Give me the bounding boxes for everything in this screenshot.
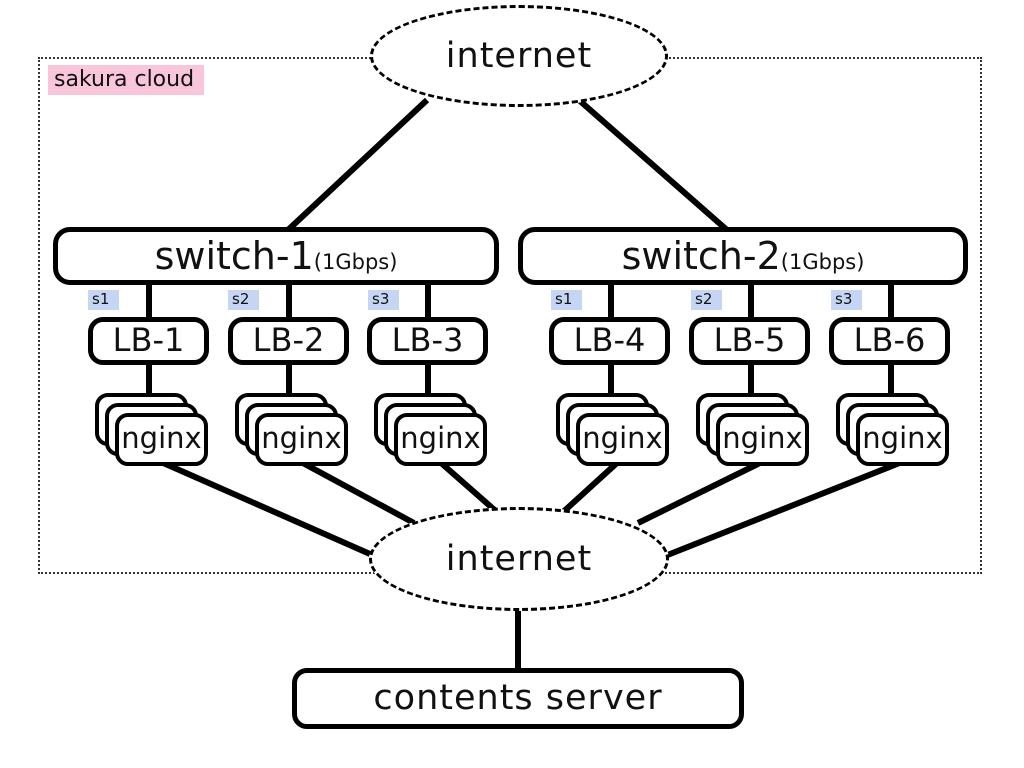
internet-node-top: internet	[370, 5, 668, 107]
internet-node-bottom: internet	[369, 507, 669, 611]
nginx-node: nginx	[255, 413, 348, 466]
nginx-node: nginx	[576, 413, 669, 466]
lb-2-node: LB-2	[228, 317, 349, 365]
connection-line	[159, 459, 372, 557]
lb-1-node: LB-1	[88, 317, 209, 365]
nginx-node: nginx	[856, 413, 949, 466]
connection-line	[663, 459, 904, 559]
connection-line	[299, 459, 416, 526]
nginx-node: nginx	[115, 413, 208, 466]
sakura-cloud-label: sakura cloud	[48, 65, 205, 95]
connection-line	[636, 459, 764, 526]
port-label-s2-right: s2	[691, 290, 723, 310]
lb-5-node: LB-5	[689, 317, 810, 365]
nginx-node: nginx	[716, 413, 809, 466]
nginx-stack-3: nginx	[374, 393, 489, 467]
internet-top-label: internet	[445, 36, 593, 76]
lb-6-node: LB-6	[829, 317, 950, 365]
contents-server-node: contents server	[292, 668, 744, 729]
switch-2-name: switch-2	[621, 234, 781, 278]
switch-2-node: switch-2(1Gbps)	[518, 227, 968, 285]
connection-line	[438, 459, 500, 516]
port-label-s2-left: s2	[228, 290, 260, 310]
nginx-stack-5: nginx	[696, 393, 811, 467]
nginx-node: nginx	[394, 413, 487, 466]
nginx-stack-6: nginx	[836, 393, 951, 467]
switch-1-node: switch-1(1Gbps)	[53, 227, 499, 285]
nginx-stack-2: nginx	[235, 393, 350, 467]
lb-4-node: LB-4	[549, 317, 670, 365]
port-label-s3-right: s3	[831, 290, 863, 310]
switch-1-name: switch-1	[154, 234, 314, 278]
connection-line	[559, 459, 621, 516]
connection-line	[578, 98, 729, 233]
port-label-s3-left: s3	[368, 290, 400, 310]
switch-1-speed: (1Gbps)	[313, 250, 398, 274]
port-label-s1-left: s1	[88, 290, 120, 310]
nginx-stack-4: nginx	[556, 393, 671, 467]
internet-bottom-label: internet	[445, 539, 593, 579]
connection-line	[285, 97, 430, 233]
nginx-stack-1: nginx	[95, 393, 210, 467]
lb-3-node: LB-3	[367, 317, 488, 365]
port-label-s1-right: s1	[551, 290, 583, 310]
switch-2-speed: (1Gbps)	[780, 250, 865, 274]
